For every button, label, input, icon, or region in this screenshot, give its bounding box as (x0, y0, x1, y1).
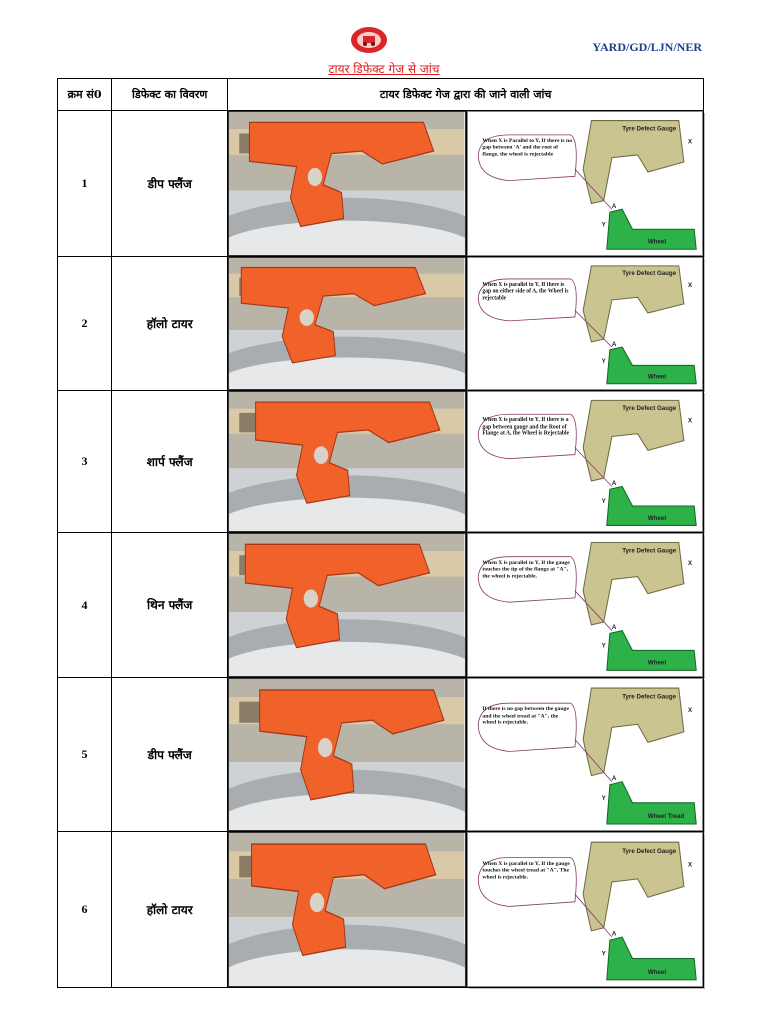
gauge-diagram: When X is Parallel to Y, If there is no … (466, 111, 703, 256)
defect-name: डीप फ्लैंज (111, 110, 229, 257)
serial-number: 3 (56, 390, 113, 533)
defect-name: शार्प फ्लैंज (111, 390, 229, 533)
point-a-marker: A (612, 624, 617, 631)
gauge-label: Tyre Defect Gauge (622, 694, 676, 701)
wheel-label: Wheel (648, 660, 666, 667)
diagram-callout-text: When X is Parallel to Y, If there is no … (482, 137, 572, 158)
serial-number: 5 (56, 677, 113, 832)
point-x-marker: X (688, 560, 693, 567)
defect-name: थिन फ्लैंज (111, 532, 229, 678)
defect-name: हॉलो टायर (111, 831, 229, 988)
gauge-diagram: When X is parallel to Y, If there is a g… (466, 391, 703, 532)
photo-cell (227, 831, 467, 988)
table-header-row: क्रम सं0 डिफेक्ट का विवरण टायर डिफेक्ट ग… (56, 78, 704, 111)
point-y-marker: Y (601, 498, 606, 505)
gauge-label: Tyre Defect Gauge (622, 848, 676, 855)
column-header-serial: क्रम सं0 (56, 78, 113, 111)
table-row: 1 डीप फ्लैंज When X is Parallel to Y, If… (56, 110, 705, 257)
serial-number: 1 (56, 110, 113, 257)
point-y-marker: Y (601, 950, 606, 957)
photo-cell (227, 532, 467, 678)
table-row: 5 डीप फ्लैंज If there is no gap between … (56, 677, 705, 832)
diagram-callout-text: When X is parallel to Y, If the gauge to… (482, 860, 570, 881)
gauge-label: Tyre Defect Gauge (622, 547, 677, 554)
diagram-cell: When X is parallel to Y, If there is gap… (465, 256, 705, 391)
point-y-marker: Y (601, 795, 606, 802)
wheel-label: Wheel (648, 969, 666, 976)
gauge-diagram: If there is no gap between the gauge and… (466, 678, 703, 831)
gauge-diagram: When X is parallel to Y, If the gauge to… (466, 533, 703, 677)
photo-cell (227, 110, 467, 257)
diagram-cell: When X is parallel to Y, If the gauge to… (465, 831, 705, 988)
diagram-callout-text: If there is no gap between the gauge and… (482, 706, 569, 726)
column-header-check: टायर डिफेक्ट गेज द्वारा की जाने वाली जां… (227, 78, 704, 111)
gauge-photo (228, 533, 466, 677)
defect-table: क्रम सं0 डिफेक्ट का विवरण टायर डिफेक्ट ग… (56, 78, 705, 988)
diagram-cell: When X is Parallel to Y, If there is no … (465, 110, 705, 257)
point-x-marker: X (688, 862, 693, 869)
point-y-marker: Y (601, 643, 606, 650)
table-row: 6 हॉलो टायर When X is parallel to Y, If … (56, 831, 705, 988)
point-x-marker: X (688, 282, 693, 289)
diagram-cell: If there is no gap between the gauge and… (465, 677, 705, 832)
gauge-diagram: When X is parallel to Y, If the gauge to… (466, 832, 703, 987)
diagram-cell: When X is parallel to Y, If there is a g… (465, 390, 705, 533)
page-title: टायर डिफेक्ट गेज से जांच (328, 62, 440, 76)
point-x-marker: X (688, 707, 693, 714)
serial-number: 2 (56, 256, 113, 391)
gauge-photo (228, 678, 466, 831)
point-a-marker: A (612, 341, 617, 348)
serial-number: 4 (56, 532, 113, 678)
point-y-marker: Y (601, 358, 606, 365)
photo-cell (227, 256, 467, 391)
defect-name: हॉलो टायर (111, 256, 229, 391)
gauge-photo (228, 391, 466, 532)
column-header-defect: डिफेक्ट का विवरण (111, 78, 229, 111)
wheel-label: Wheel (648, 515, 666, 522)
photo-cell (227, 677, 467, 832)
gauge-photo (228, 111, 466, 256)
diagram-callout-text: When X is parallel to Y, If there is a g… (482, 417, 569, 437)
gauge-photo (228, 257, 466, 390)
diagram-cell: When X is parallel to Y, If the gauge to… (465, 532, 705, 678)
gauge-photo (228, 832, 466, 987)
point-a-marker: A (612, 775, 617, 782)
diagram-callout-text: When X is parallel to Y, If the gauge to… (482, 559, 570, 580)
wheel-label: Wheel (648, 373, 666, 380)
gauge-label: Tyre Defect Gauge (622, 270, 676, 277)
defect-name: डीप फ्लैंज (111, 677, 229, 832)
wheel-label: Wheel (648, 239, 666, 246)
table-row: 3 शार्प फ्लैंज When X is parallel to Y, … (56, 390, 705, 533)
point-x-marker: X (688, 418, 693, 425)
table-row: 2 हॉलो टायर When X is parallel to Y, If … (56, 256, 705, 391)
document-reference: YARD/GD/LJN/NER (592, 40, 702, 54)
gauge-label: Tyre Defect Gauge (622, 126, 677, 133)
serial-number: 6 (56, 831, 113, 988)
photo-cell (227, 390, 467, 533)
point-y-marker: Y (601, 221, 606, 228)
point-a-marker: A (612, 480, 617, 487)
wheel-label: Wheel Tread (648, 813, 684, 820)
gauge-label: Tyre Defect Gauge (622, 405, 677, 412)
diagram-callout-text: When X is parallel to Y, If there is gap… (482, 281, 569, 302)
point-a-marker: A (612, 930, 617, 937)
railway-logo (351, 27, 387, 53)
table-row: 4 थिन फ्लैंज When X is parallel to Y, If… (56, 532, 705, 678)
point-x-marker: X (688, 138, 693, 145)
gauge-diagram: When X is parallel to Y, If there is gap… (466, 257, 703, 390)
point-a-marker: A (612, 203, 617, 210)
